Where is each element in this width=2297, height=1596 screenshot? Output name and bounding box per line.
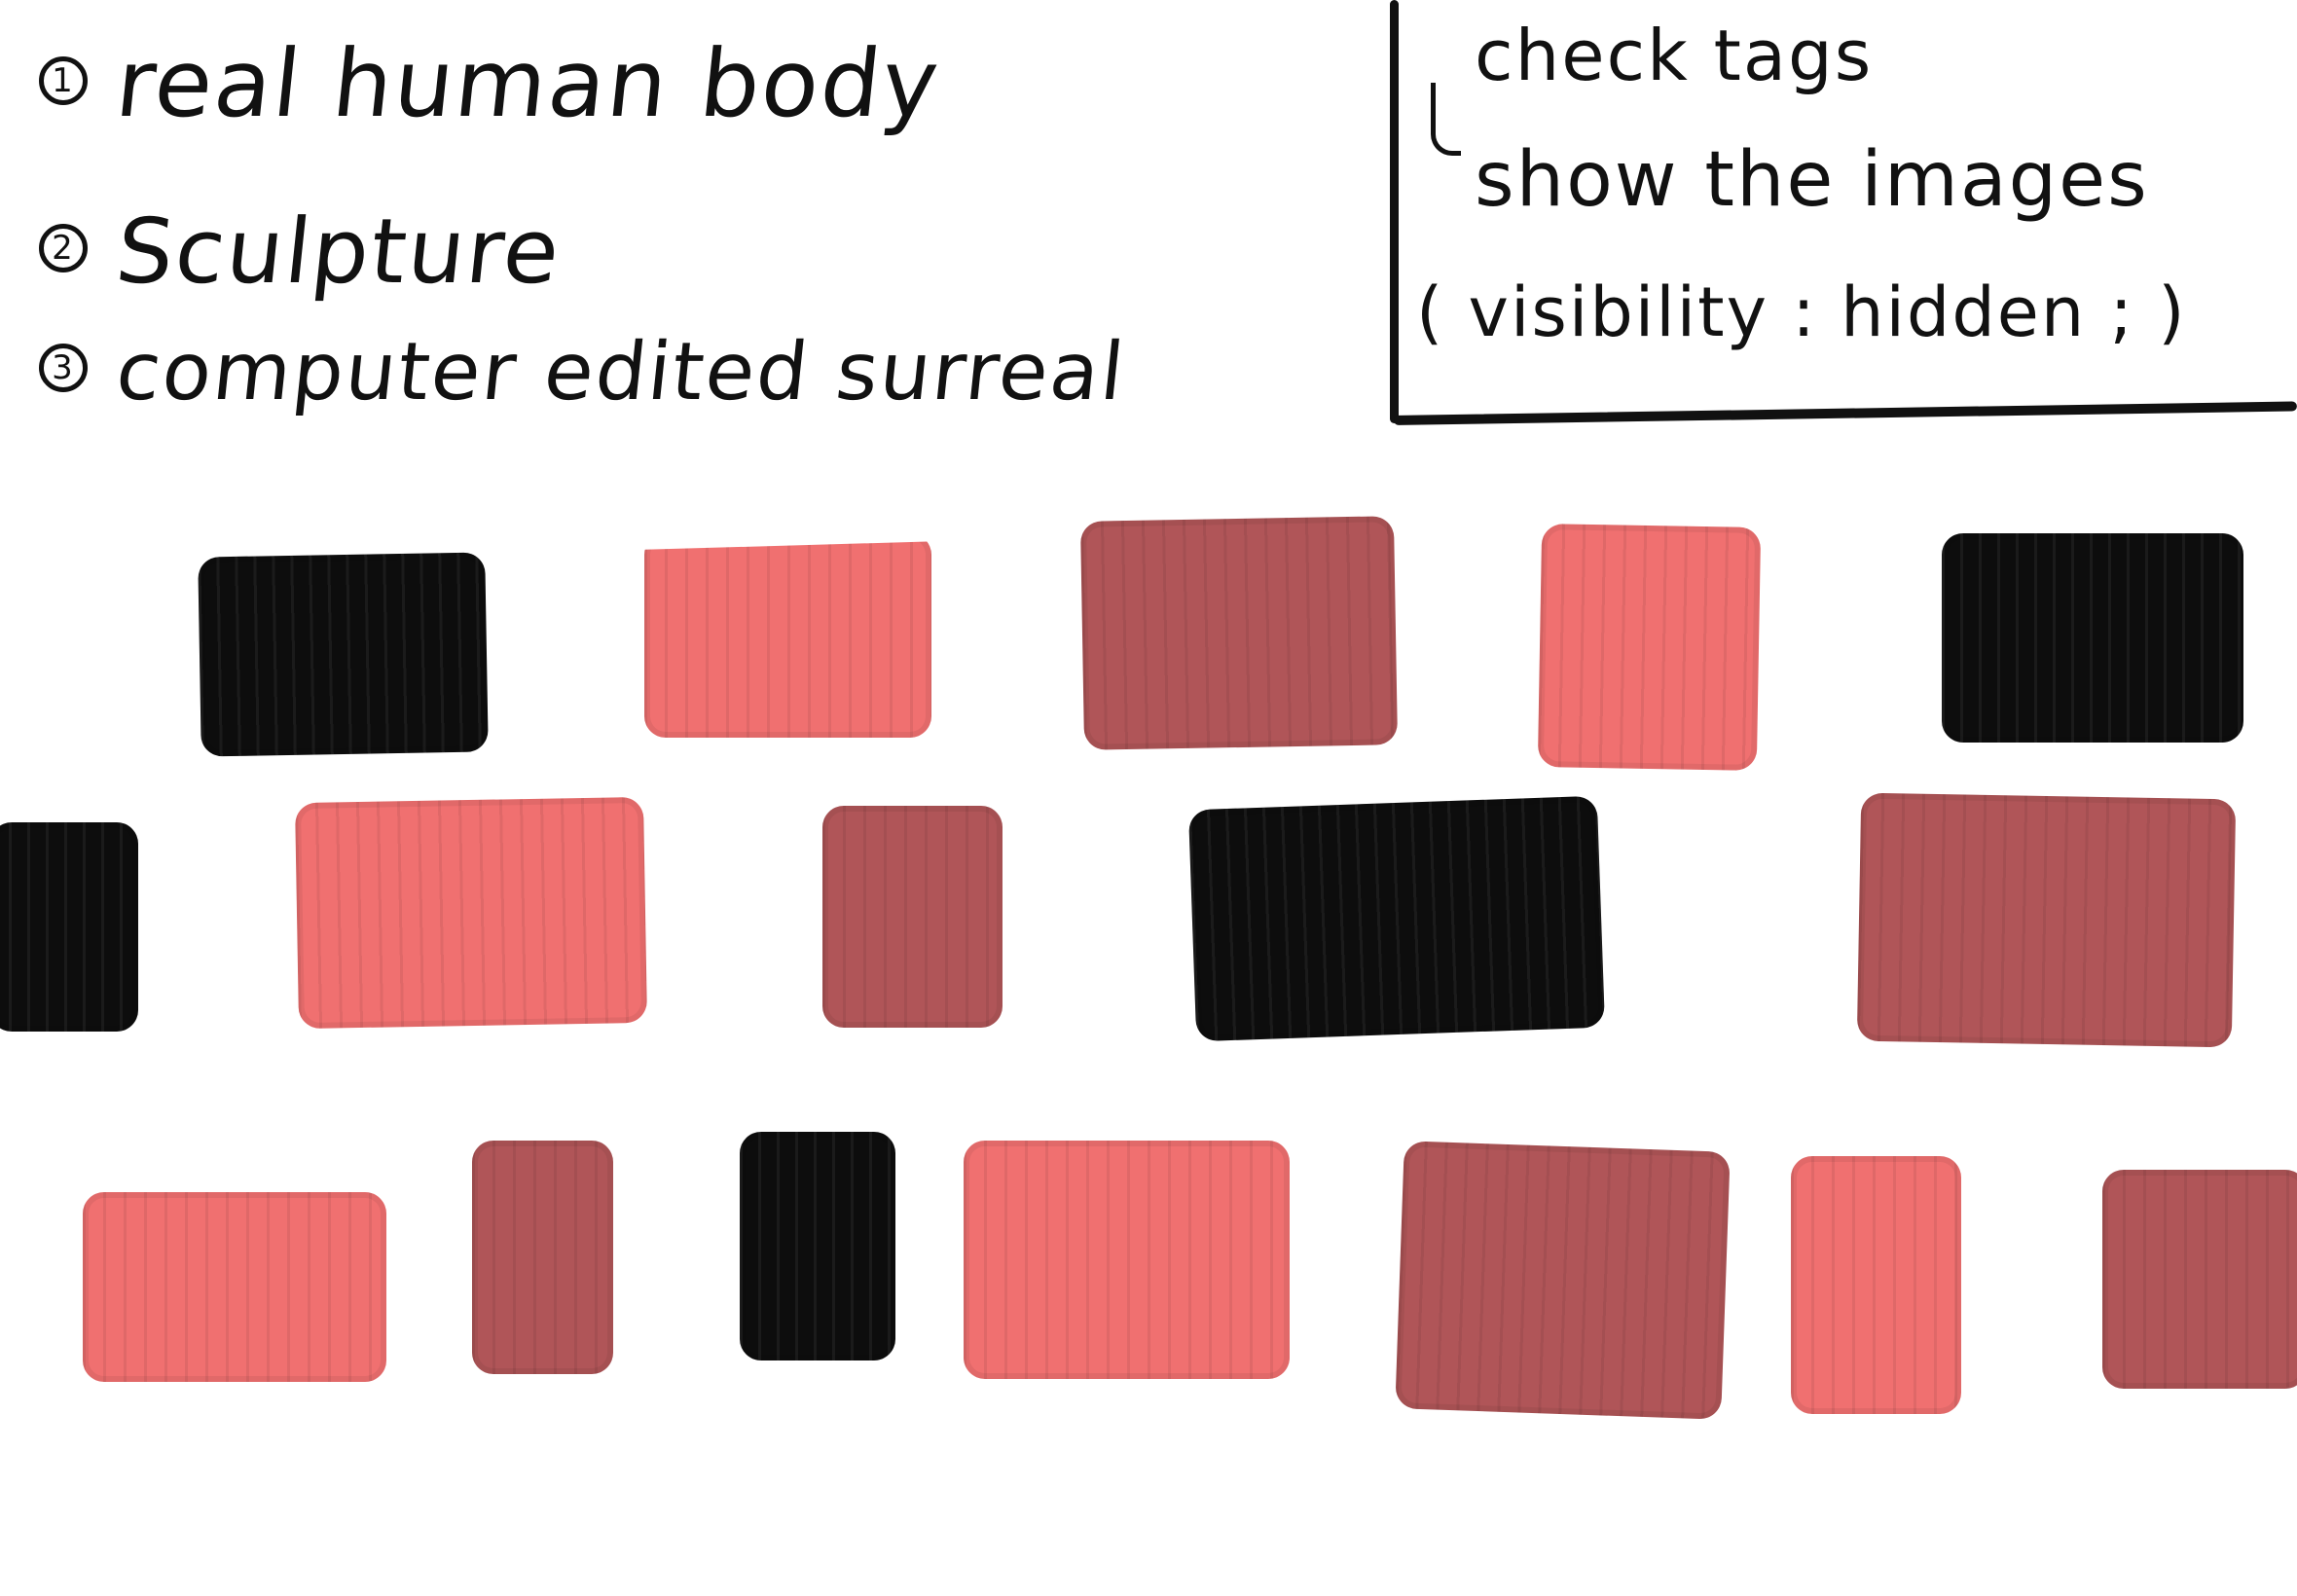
image-tile[interactable] xyxy=(1856,792,2237,1048)
image-tile[interactable] xyxy=(83,1192,386,1382)
image-tile[interactable] xyxy=(1395,1141,1731,1420)
legend-item-computer-edited-surreal: 3 computer edited surreal xyxy=(39,326,1130,418)
image-tile[interactable] xyxy=(1187,795,1606,1042)
image-tile[interactable] xyxy=(1791,1156,1961,1414)
image-tile[interactable] xyxy=(2102,1170,2297,1389)
legend-item-sculpture: 2 Sculpture xyxy=(39,200,566,304)
legend-marker: 2 xyxy=(39,223,88,272)
note-show-images: show the images xyxy=(1475,136,2149,224)
image-tile[interactable] xyxy=(1942,533,2243,743)
bracket-icon xyxy=(1431,83,1461,156)
image-tile[interactable] xyxy=(964,1141,1290,1379)
horizontal-divider xyxy=(1393,401,2297,425)
legend-item-real-human-body: 1 real human body xyxy=(39,29,945,138)
legend-marker: 3 xyxy=(39,343,88,392)
image-tile[interactable] xyxy=(1079,516,1399,750)
note-check-tags: check tags xyxy=(1475,15,1874,96)
image-tile[interactable] xyxy=(740,1132,895,1360)
image-tile[interactable] xyxy=(0,822,138,1032)
vertical-divider xyxy=(1390,0,1399,423)
note-visibility-hidden: ( visibility : hidden ; ) xyxy=(1416,272,2187,352)
image-tile[interactable] xyxy=(822,806,1003,1028)
image-tile[interactable] xyxy=(295,796,647,1030)
legend-text: real human body xyxy=(111,29,946,138)
image-tile[interactable] xyxy=(472,1141,613,1374)
legend-text: Sculpture xyxy=(111,200,566,304)
image-tile[interactable] xyxy=(198,552,489,757)
image-tile[interactable] xyxy=(644,541,931,738)
legend-text: computer edited surreal xyxy=(112,326,1130,418)
image-tile[interactable] xyxy=(1537,524,1762,771)
legend-marker: 1 xyxy=(39,55,88,105)
